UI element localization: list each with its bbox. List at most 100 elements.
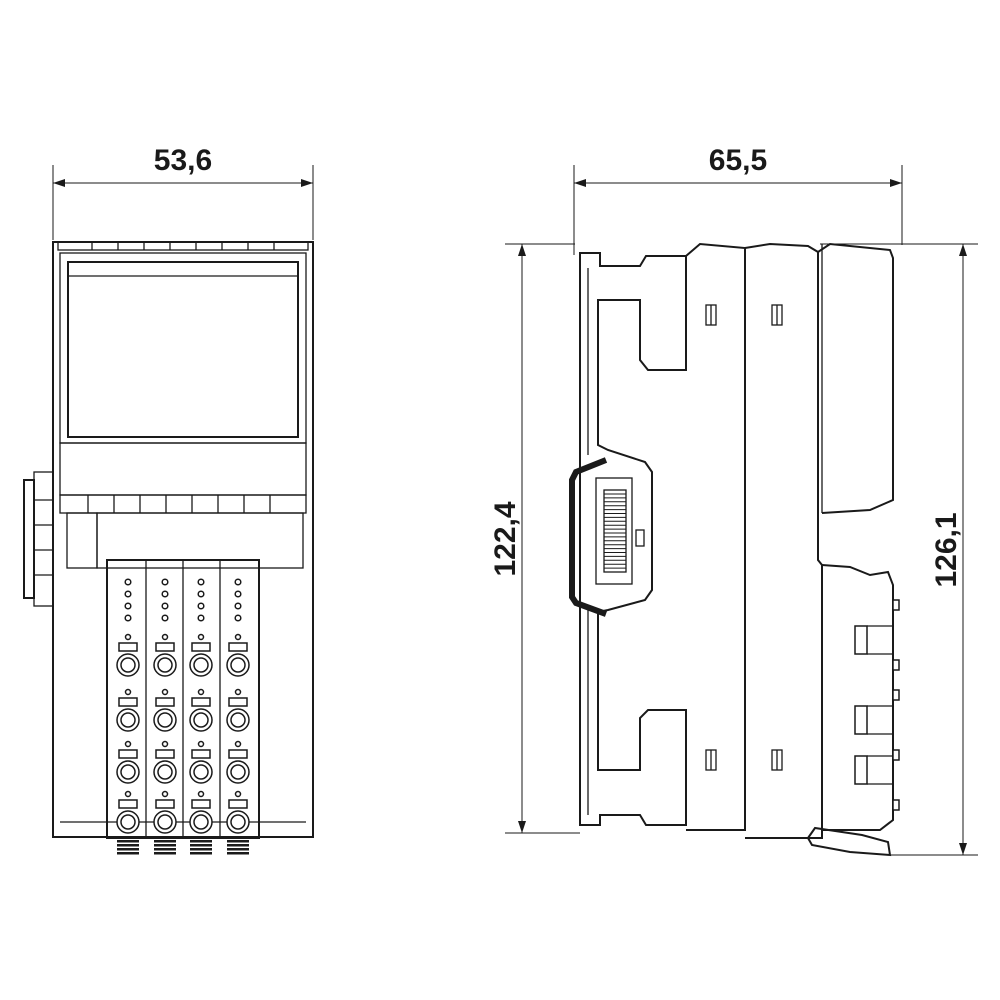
dimension-front-width: 53,6 [52,144,314,240]
plug-grip [117,848,139,851]
plug-grip [227,840,249,843]
test-point [161,740,169,748]
side-terminal-notch [892,799,900,811]
test-point [124,688,132,696]
plug-grip [154,840,176,843]
led-indicator [161,578,169,586]
led-indicator [197,602,205,610]
led-indicator [197,590,205,598]
wire-entry-inner [157,814,173,830]
terminal-block [106,559,260,855]
wire-entry-inner [157,657,173,673]
side-terminal-notch [892,749,900,761]
side-terminal-notch [892,599,900,611]
led-indicator [234,578,242,586]
led-indicator [124,590,132,598]
side-terminal-spring [854,705,868,735]
test-point [124,633,132,641]
test-point [197,688,205,696]
side-terminal-notch [892,689,900,701]
plug-grip [227,848,249,851]
wire-entry-inner [230,764,246,780]
plug-grip [117,844,139,847]
release-lever [191,642,211,652]
led-indicator [161,614,169,622]
test-point [124,790,132,798]
dimension-label-side-depth: 65,5 [709,144,767,177]
side-terminal-spring [854,625,868,655]
led-indicator [124,578,132,586]
release-lever [228,697,248,707]
wire-entry-inner [193,814,209,830]
side-latch [23,471,54,607]
test-point [234,740,242,748]
side-terminals [854,599,900,811]
front-view [23,241,314,855]
plug-grip [117,852,139,855]
wire-entry-inner [157,712,173,728]
wire-entry-inner [193,657,209,673]
plug-grip [190,840,212,843]
led-indicator [234,614,242,622]
release-lever [228,642,248,652]
din-rail [569,457,608,617]
plug-grip [154,844,176,847]
wire-entry-inner [230,712,246,728]
test-point [234,633,242,641]
release-lever [155,642,175,652]
wire-entry-inner [230,814,246,830]
test-point [234,688,242,696]
top-ribs [91,242,275,250]
release-lever [155,799,175,809]
plug-grip [227,844,249,847]
side-terminal-notch [892,659,900,671]
middle-ribs [87,495,271,513]
dimension-height-total: 126,1 [820,243,978,856]
wire-entry-inner [193,712,209,728]
plug-grip [190,848,212,851]
release-lever [118,799,138,809]
dimension-height-rail: 122,4 [489,243,580,834]
wire-entry-inner [120,712,136,728]
led-indicator [161,590,169,598]
led-indicator [197,614,205,622]
test-point [234,790,242,798]
side-terminal-spring [854,755,868,785]
test-point [161,633,169,641]
release-lever [191,799,211,809]
led-indicator [197,578,205,586]
plug-grip [227,852,249,855]
led-indicator [124,602,132,610]
wire-entry-inner [193,764,209,780]
led-indicator [234,602,242,610]
release-lever [118,642,138,652]
plug-grip [154,848,176,851]
dimension-label-height-rail: 122,4 [489,501,522,576]
plug-grip [190,852,212,855]
connector-pins [604,493,626,569]
led-indicator [124,614,132,622]
dimension-label-height-total: 126,1 [930,512,963,587]
release-lever [228,799,248,809]
plug-grip [190,844,212,847]
wire-entry-inner [120,764,136,780]
release-lever [118,697,138,707]
release-lever [155,697,175,707]
test-point [161,688,169,696]
release-lever [155,749,175,759]
dimension-side-depth: 65,5 [573,144,903,255]
wire-entry-inner [120,657,136,673]
dimension-label-front-width: 53,6 [154,144,212,177]
test-point [161,790,169,798]
wire-entry-inner [157,764,173,780]
test-point [197,633,205,641]
test-point [124,740,132,748]
wire-entry-inner [230,657,246,673]
led-indicator [234,590,242,598]
led-indicator [161,602,169,610]
release-lever [228,749,248,759]
slot-markers [705,304,783,771]
side-view [569,242,900,857]
plug-grip [154,852,176,855]
